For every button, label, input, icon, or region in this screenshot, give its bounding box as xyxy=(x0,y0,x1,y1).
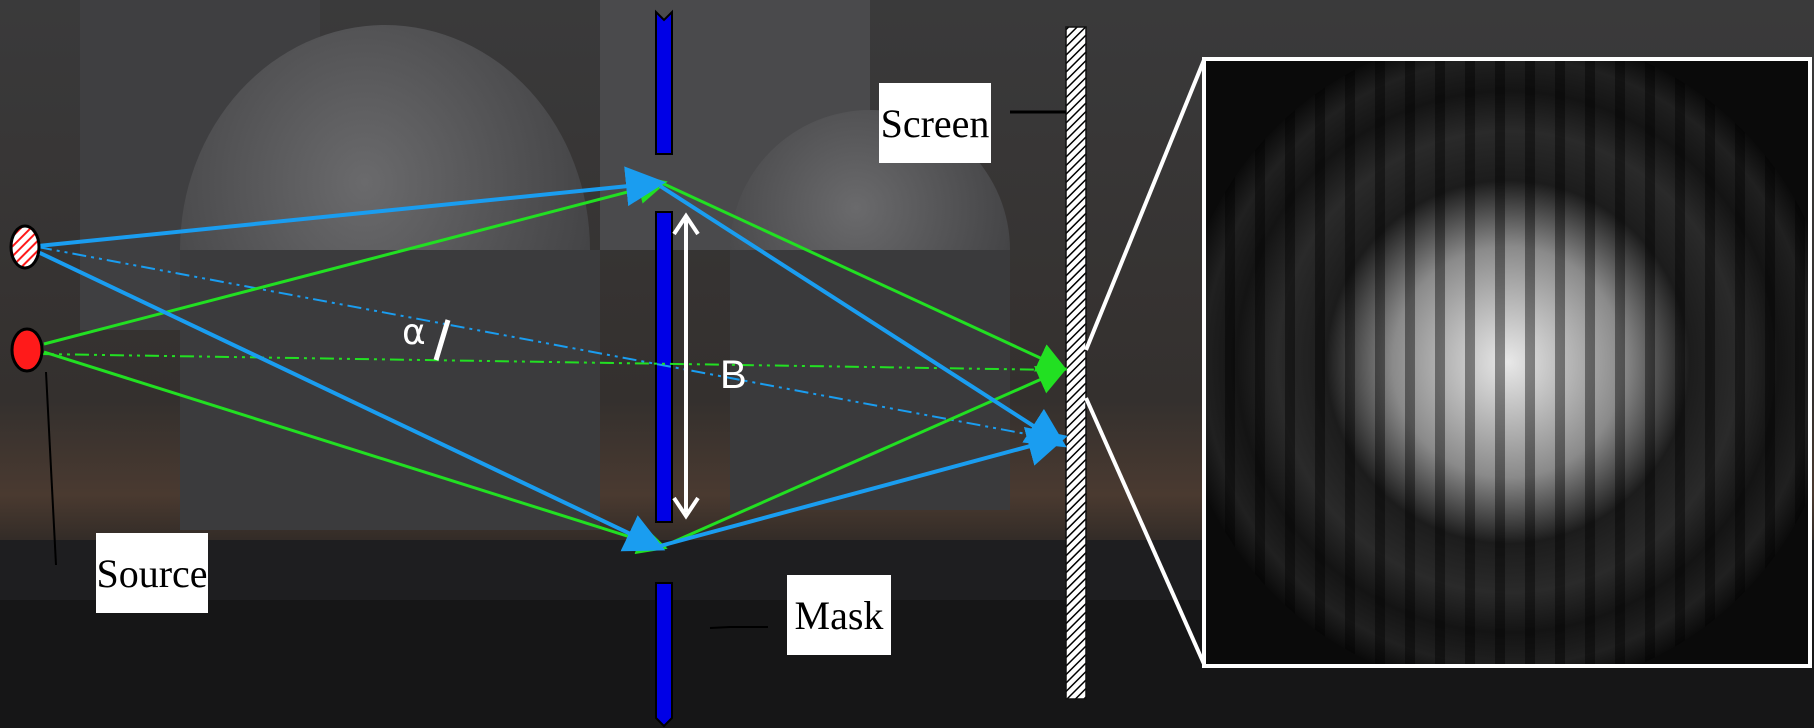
interference-inset xyxy=(1202,57,1812,668)
zoom-line-top xyxy=(1084,59,1206,351)
source-hatched xyxy=(9,224,41,270)
baseline-label: B xyxy=(720,353,747,397)
alpha-tick xyxy=(433,319,451,361)
mask-bar-bottom xyxy=(655,582,673,728)
source-label: Source xyxy=(96,533,208,613)
baseline-arrow xyxy=(672,212,700,520)
mask-bar-top xyxy=(655,9,673,155)
screen xyxy=(1065,26,1087,700)
mask-label-text: Mask xyxy=(794,592,884,638)
source-red xyxy=(10,327,44,373)
blue-axis-line xyxy=(37,246,1059,441)
blue-rays xyxy=(37,166,1068,552)
mask xyxy=(655,9,673,728)
zoom-line-bottom xyxy=(1084,397,1206,665)
screen-label-text: Screen xyxy=(880,100,990,146)
source-leader-line xyxy=(45,371,57,566)
green-rays xyxy=(43,174,1068,555)
green-axis-line xyxy=(39,353,1061,371)
source-label-text: Source xyxy=(96,550,208,596)
mask-leader-line xyxy=(709,626,768,629)
alpha-label: α xyxy=(402,312,426,353)
screen-label: Screen xyxy=(879,83,991,163)
mask-label: Mask xyxy=(787,575,891,655)
